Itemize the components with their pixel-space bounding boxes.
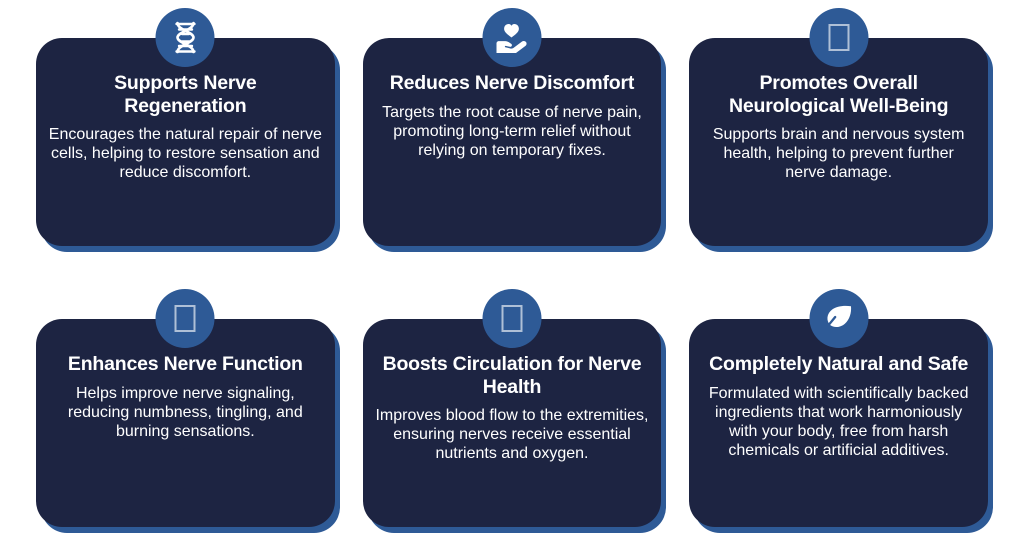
benefit-cell: Enhances Nerve Function Helps improve ne… [36, 289, 335, 548]
tofu-box [828, 24, 850, 51]
benefit-card-nerve-discomfort[interactable]: Reduces Nerve Discomfort Targets the roo… [362, 8, 662, 246]
tofu-box [174, 305, 196, 332]
benefit-description: Formulated with scientifically backed in… [708, 384, 969, 459]
hand-holding-heart-icon [482, 8, 542, 67]
benefit-cell: Boosts Circulation for Nerve Health Impr… [362, 289, 662, 548]
benefit-card-natural-safe[interactable]: Completely Natural and Safe Formulated w… [689, 289, 988, 527]
benefit-cell: Supports Nerve Regeneration Encourages t… [36, 8, 335, 267]
benefit-cell: Promotes Overall Neurological Well-Being… [689, 8, 988, 267]
benefit-cell: Completely Natural and Safe Formulated w… [689, 289, 988, 548]
benefit-title: Supports Nerve Regeneration [114, 72, 257, 117]
benefit-cell: Reduces Nerve Discomfort Targets the roo… [362, 8, 662, 267]
missing-glyph-icon [155, 289, 215, 348]
benefit-title: Enhances Nerve Function [67, 353, 303, 375]
missing-glyph-icon [809, 8, 869, 67]
leaf-icon [809, 289, 869, 348]
benefit-title: Promotes Overall Neurological Well-Being [728, 72, 949, 117]
benefit-title: Completely Natural and Safe [709, 353, 969, 375]
benefit-card-nerve-regeneration[interactable]: Supports Nerve Regeneration Encourages t… [36, 8, 335, 246]
benefit-title: Reduces Nerve Discomfort [389, 72, 635, 94]
benefit-title: Boosts Circulation for Nerve Health [382, 353, 642, 398]
benefit-card-circulation[interactable]: Boosts Circulation for Nerve Health Impr… [362, 289, 662, 527]
benefit-card-nerve-function[interactable]: Enhances Nerve Function Helps improve ne… [36, 289, 335, 527]
benefit-description: Improves blood flow to the extremities, … [375, 407, 649, 462]
benefit-description: Supports brain and nervous system health… [712, 126, 965, 181]
benefit-card-neurological-wellbeing[interactable]: Promotes Overall Neurological Well-Being… [689, 8, 988, 246]
dna-icon [155, 8, 215, 67]
missing-glyph-icon [482, 289, 542, 348]
benefit-description: Helps improve nerve signaling, reducing … [67, 384, 303, 440]
benefit-description: Targets the root cause of nerve pain, pr… [382, 103, 642, 159]
tofu-box [501, 305, 523, 332]
benefit-description: Encourages the natural repair of nerve c… [48, 126, 322, 181]
